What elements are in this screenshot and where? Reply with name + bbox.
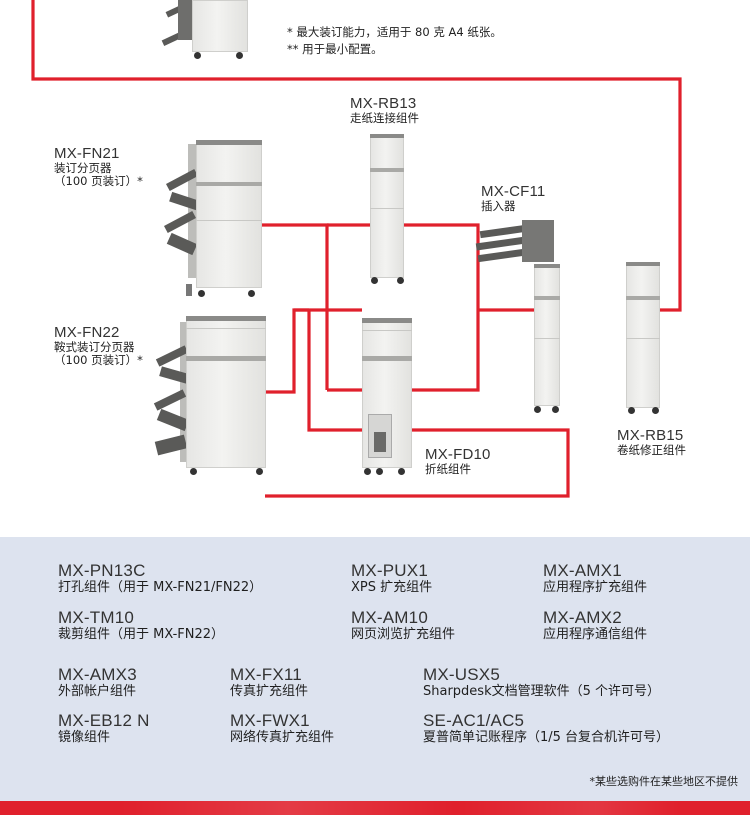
option-code: MX-PN13C	[58, 561, 146, 580]
availability-disclaimer: *某些选购件在某些地区不提供	[589, 775, 739, 788]
option-code: MX-TM10	[58, 608, 135, 627]
model-description: 折纸组件	[425, 462, 471, 477]
options-panel: MX-PN13C 打孔组件（用于 MX-FN21/FN22） MX-TM10 裁…	[0, 537, 750, 801]
top-partial-device	[158, 0, 278, 62]
option-name: 应用程序通信组件	[543, 626, 648, 642]
option-mx-pn13c: MX-PN13C 打孔组件（用于 MX-FN21/FN22）	[58, 561, 263, 595]
option-code: MX-AM10	[351, 608, 428, 627]
device-mx-rb15	[626, 262, 662, 416]
option-code: MX-AMX1	[543, 561, 622, 580]
option-code: MX-AMX3	[58, 665, 137, 684]
option-mx-amx3: MX-AMX3 外部帐户组件	[58, 665, 137, 699]
option-code: MX-EB12 N	[58, 711, 150, 730]
option-name: 打孔组件（用于 MX-FN21/FN22）	[58, 579, 263, 595]
device-mx-rb13	[370, 134, 406, 286]
option-mx-amx2: MX-AMX2 应用程序通信组件	[543, 608, 648, 642]
label-mx-fn22: MX-FN22 鞍式装订分页器 （100 页装订）*	[54, 324, 143, 368]
model-code: MX-RB15	[617, 427, 684, 444]
option-mx-fwx1: MX-FWX1 网络传真扩充组件	[230, 711, 335, 745]
model-code: MX-CF11	[481, 183, 546, 200]
model-description: 卷纸修正组件	[617, 443, 686, 458]
label-mx-fd10: MX-FD10 折纸组件	[425, 446, 491, 476]
device-mx-fn22	[152, 316, 268, 478]
label-mx-rb15: MX-RB15 卷纸修正组件	[617, 427, 686, 457]
option-code: MX-AMX2	[543, 608, 622, 627]
model-description: 鞍式装订分页器	[54, 340, 135, 355]
label-mx-fn21: MX-FN21 装订分页器 （100 页装订）*	[54, 145, 143, 189]
label-mx-cf11: MX-CF11 插入器	[481, 183, 545, 213]
device-mx-fd10	[360, 318, 416, 478]
option-code: MX-FX11	[230, 665, 302, 684]
option-se-ac1-ac5: SE-AC1/AC5 夏普简单记账程序（1/5 台复合机许可号）	[423, 711, 670, 745]
option-mx-pux1: MX-PUX1 XPS 扩充组件	[351, 561, 433, 595]
label-mx-rb13: MX-RB13 走纸连接组件	[350, 95, 419, 125]
option-mx-tm10: MX-TM10 裁剪组件（用于 MX-FN22）	[58, 608, 225, 642]
configuration-diagram: * 最大装订能力，适用于 80 克 A4 纸张。 ** 用于最小配置。 MX-R…	[31, 0, 686, 498]
option-code: MX-USX5	[423, 665, 500, 684]
option-name: 外部帐户组件	[58, 683, 137, 699]
footnote-1: * 最大装订能力，适用于 80 克 A4 纸张。	[287, 25, 502, 39]
option-name: 网络传真扩充组件	[230, 729, 335, 745]
model-code: MX-FD10	[425, 446, 491, 463]
footnotes: * 最大装订能力，适用于 80 克 A4 纸张。 ** 用于最小配置。	[287, 24, 502, 58]
option-name: 传真扩充组件	[230, 683, 309, 699]
model-note: （100 页装订）*	[54, 353, 143, 368]
option-mx-fx11: MX-FX11 传真扩充组件	[230, 665, 309, 699]
model-code: MX-RB13	[350, 95, 417, 112]
model-description: 插入器	[481, 199, 516, 214]
model-code: MX-FN21	[54, 145, 120, 162]
option-code: SE-AC1/AC5	[423, 711, 525, 730]
model-code: MX-FN22	[54, 324, 120, 341]
model-description: 走纸连接组件	[350, 111, 419, 126]
footnote-2: ** 用于最小配置。	[287, 42, 383, 56]
option-name: 夏普简单记账程序（1/5 台复合机许可号）	[423, 729, 670, 745]
option-name: 网页浏览扩充组件	[351, 626, 456, 642]
option-name: 裁剪组件（用于 MX-FN22）	[58, 626, 225, 642]
option-mx-usx5: MX-USX5 Sharpdesk文档管理软件（5 个许可号）	[423, 665, 661, 699]
footer-red-band	[0, 801, 750, 815]
option-code: MX-FWX1	[230, 711, 310, 730]
option-mx-am10: MX-AM10 网页浏览扩充组件	[351, 608, 456, 642]
option-mx-amx1: MX-AMX1 应用程序扩充组件	[543, 561, 648, 595]
option-name: Sharpdesk文档管理软件（5 个许可号）	[423, 683, 661, 699]
model-description: 装订分页器	[54, 161, 112, 176]
option-name: 应用程序扩充组件	[543, 579, 648, 595]
option-code: MX-PUX1	[351, 561, 428, 580]
option-name: 镜像组件	[58, 729, 111, 745]
device-mx-fn21	[160, 140, 265, 302]
connector-lines	[31, 0, 682, 498]
option-mx-eb12n: MX-EB12 N 镜像组件	[58, 711, 150, 745]
device-mx-cf11	[475, 218, 566, 414]
option-name: XPS 扩充组件	[351, 579, 433, 595]
model-note: （100 页装订）*	[54, 174, 143, 189]
